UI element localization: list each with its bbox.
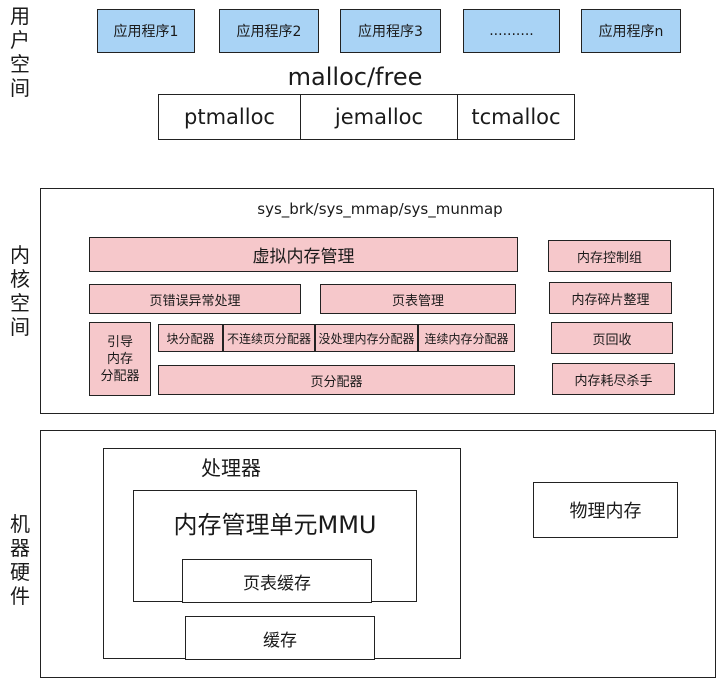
noncontig-label: 不连续页分配器 (226, 331, 311, 346)
defrag-label: 内存碎片整理 (571, 292, 650, 308)
unprocessed-memory-allocator: 没处理内存分配器 (315, 324, 418, 352)
hardware-label: 机器硬件 (10, 512, 30, 608)
physical-memory-label: 物理内存 (569, 501, 642, 522)
page-allocator: 页分配器 (158, 365, 515, 395)
app-box-ellipsis: .......... (463, 9, 560, 53)
app-box-n: 应用程序n (581, 9, 681, 53)
unprocessed-label: 没处理内存分配器 (318, 331, 415, 346)
page-table-label: 页表管理 (391, 293, 444, 309)
contiguous-memory-allocator: 连续内存分配器 (418, 324, 515, 352)
app-box-3: 应用程序3 (340, 9, 441, 53)
mmu-label: 内存管理单元MMU (173, 511, 377, 539)
page-fault-label: 页错误异常处理 (149, 293, 241, 309)
cache-box: 缓存 (185, 616, 375, 660)
allocator-tcmalloc: tcmalloc (457, 94, 575, 140)
app-box-2: 应用程序2 (219, 9, 319, 53)
kernel-space-frame (40, 188, 714, 414)
contig-label: 连续内存分配器 (424, 331, 509, 346)
noncontiguous-page-allocator: 不连续页分配器 (223, 324, 315, 352)
app-box-1: 应用程序1 (97, 9, 195, 53)
allocator-jemalloc: jemalloc (300, 94, 458, 140)
app-label: 应用程序1 (113, 24, 179, 40)
app-label: 应用程序n (598, 24, 664, 40)
user-space-label: 用户空间 (10, 4, 30, 100)
tlb-box: 页表缓存 (182, 559, 372, 603)
page-fault-handler: 页错误异常处理 (89, 284, 301, 314)
app-label: 应用程序2 (236, 24, 302, 40)
boot-alloc-label: 引导 内存 分配器 (100, 334, 140, 384)
api-title: malloc/free (287, 63, 423, 91)
memory-defragmentation: 内存碎片整理 (549, 282, 672, 314)
allocator-label: ptmalloc (184, 105, 275, 129)
page-reclaim: 页回收 (551, 322, 673, 354)
allocator-label: tcmalloc (471, 105, 561, 129)
allocator-ptmalloc: ptmalloc (158, 94, 301, 140)
cache-label: 缓存 (263, 630, 297, 651)
memory-cgroup: 内存控制组 (548, 240, 671, 272)
tlb-label: 页表缓存 (243, 573, 311, 594)
vmm-label: 虚拟内存管理 (252, 247, 355, 267)
hardware-frame (40, 430, 716, 678)
app-label: 应用程序3 (358, 24, 423, 40)
page-table-management: 页表管理 (320, 284, 516, 314)
block-alloc-label: 块分配器 (166, 331, 215, 346)
app-label: .......... (489, 23, 534, 39)
boot-memory-allocator: 引导 内存 分配器 (89, 322, 151, 396)
physical-memory-box: 物理内存 (533, 482, 678, 538)
oom-killer: 内存耗尽杀手 (552, 363, 675, 395)
page-reclaim-label: 页回收 (592, 332, 632, 348)
virtual-memory-management: 虚拟内存管理 (89, 237, 518, 272)
mem-cgroup-label: 内存控制组 (576, 250, 642, 266)
processor-label: 处理器 (201, 456, 261, 480)
block-allocator: 块分配器 (158, 324, 223, 352)
page-alloc-label: 页分配器 (310, 374, 363, 390)
allocator-label: jemalloc (334, 105, 424, 129)
oom-killer-label: 内存耗尽杀手 (574, 373, 653, 389)
syscalls-label: sys_brk/sys_mmap/sys_munmap (257, 200, 503, 218)
kernel-space-label: 内核空间 (10, 243, 30, 339)
